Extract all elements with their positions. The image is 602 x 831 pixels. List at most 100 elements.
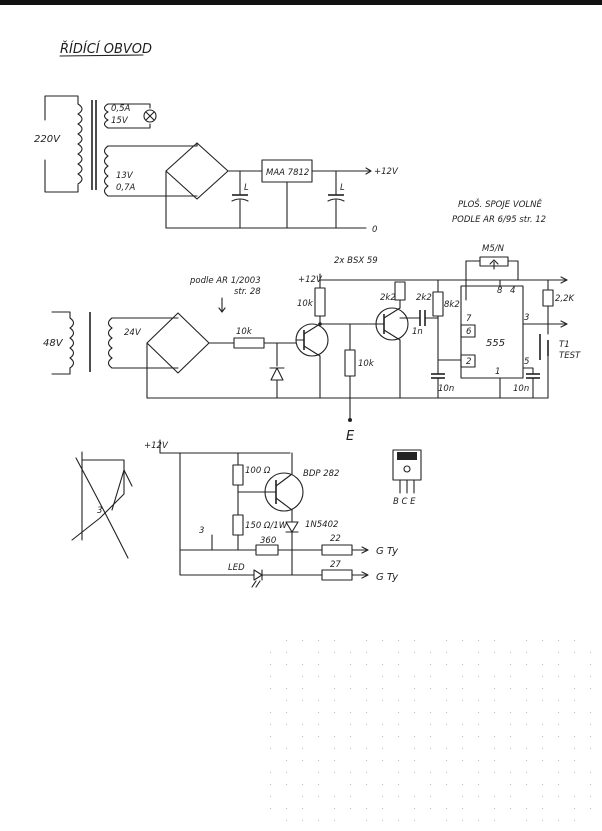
- scan-dot: [414, 688, 415, 689]
- r-out-label: 2,2K: [555, 294, 576, 304]
- cap2-label: L: [340, 183, 345, 193]
- r-mid-resistor: [344, 349, 356, 377]
- pin6: 6: [466, 327, 472, 337]
- scan-dot: [558, 664, 559, 665]
- thyristor-node: 3: [97, 506, 102, 516]
- scan-dot: [382, 676, 383, 677]
- scan-dot: [542, 796, 543, 797]
- scan-dot: [430, 784, 431, 785]
- scan-dot: [366, 712, 367, 713]
- r-g2-label: 27: [330, 560, 341, 570]
- scan-dot: [334, 688, 335, 689]
- pin3-arrow-icon: [560, 320, 568, 328]
- scan-dot: [398, 676, 399, 677]
- scan-dot: [446, 640, 447, 641]
- scan-dot: [462, 664, 463, 665]
- scan-dot: [462, 748, 463, 749]
- scan-dot: [462, 676, 463, 677]
- pin5: 5: [524, 357, 529, 367]
- scan-dot: [510, 712, 511, 713]
- r-pull-label: 10k: [297, 299, 314, 309]
- scan-dot: [462, 700, 463, 701]
- scan-dot: [462, 784, 463, 785]
- scan-dot: [558, 712, 559, 713]
- scan-dot: [318, 664, 319, 665]
- scan-dot: [302, 724, 303, 725]
- scan-dot: [318, 712, 319, 713]
- lamp-lead-top: [107, 103, 151, 109]
- scan-dot: [414, 652, 415, 653]
- scan-dot: [318, 724, 319, 725]
- driver-section: 2x BSX 59 podle AR 1/2003 str. 28 48V 24…: [43, 244, 581, 444]
- pinout-section: B C E: [392, 449, 422, 507]
- scan-dot: [494, 676, 495, 677]
- title-underline: [59, 54, 144, 57]
- scan-dot: [574, 700, 575, 701]
- scan-dot: [526, 760, 527, 761]
- scan-dot: [382, 664, 383, 665]
- transistor-2-icon: [375, 307, 409, 341]
- scan-dot: [398, 700, 399, 701]
- scan-dot: [494, 712, 495, 713]
- scan-dot: [366, 748, 367, 749]
- scan-dot: [478, 796, 479, 797]
- scan-dot: [334, 808, 335, 809]
- scan-dot: [414, 640, 415, 641]
- scan-dot: [350, 796, 351, 797]
- scan-dot: [366, 724, 367, 725]
- scan-speckle: [270, 640, 591, 821]
- bridge-rectifier-icon: [165, 142, 229, 200]
- t1-emitter: [303, 345, 321, 357]
- scan-dot: [334, 772, 335, 773]
- scan-dot: [446, 772, 447, 773]
- scan-dot: [350, 676, 351, 677]
- pot-label: M5/N: [482, 244, 505, 254]
- scan-dot: [302, 784, 303, 785]
- scan-dot: [318, 676, 319, 677]
- scan-dot: [574, 676, 575, 677]
- package-tab-icon: [397, 452, 417, 460]
- scan-dot: [510, 772, 511, 773]
- scan-dot: [542, 820, 543, 821]
- scan-dot: [590, 796, 591, 797]
- scan-dot: [526, 640, 527, 641]
- scan-dot: [286, 700, 287, 701]
- scan-dot: [334, 820, 335, 821]
- scan-dot: [590, 652, 591, 653]
- scan-dot: [542, 784, 543, 785]
- output-diode-icon: [285, 521, 299, 533]
- scan-dot: [462, 724, 463, 725]
- scan-dot: [398, 652, 399, 653]
- psu-section: 220V 0,5A 15V 13V 0,7A: [34, 95, 399, 235]
- scan-dot: [494, 796, 495, 797]
- scan-dot: [286, 688, 287, 689]
- t2-emitter: [383, 329, 401, 341]
- scan-dot: [446, 820, 447, 821]
- scan-dot: [590, 748, 591, 749]
- out-node-label: 3: [199, 526, 204, 536]
- node-e-label: E: [346, 429, 355, 444]
- scan-dot: [398, 784, 399, 785]
- scan-dot: [446, 784, 447, 785]
- gate-2-arrow-icon: [361, 571, 369, 579]
- scan-dot: [302, 820, 303, 821]
- scan-dot: [590, 712, 591, 713]
- scan-dot: [334, 700, 335, 701]
- scan-dot: [270, 784, 271, 785]
- scan-dot: [430, 748, 431, 749]
- scan-dot: [478, 820, 479, 821]
- scan-dot: [542, 676, 543, 677]
- scan-dot: [270, 664, 271, 665]
- scan-dot: [590, 808, 591, 809]
- scan-dot: [430, 808, 431, 809]
- scan-dot: [270, 808, 271, 809]
- scan-dot: [350, 784, 351, 785]
- scan-dot: [478, 700, 479, 701]
- psu-ground-label: 0: [372, 225, 377, 235]
- scan-dot: [526, 808, 527, 809]
- scan-top-edge: [0, 0, 602, 5]
- scan-dot: [478, 784, 479, 785]
- sheet-title: ŘÍDÍCÍ OBVOD: [60, 41, 152, 57]
- scan-dot: [398, 772, 399, 773]
- r-pull-resistor: [314, 287, 326, 317]
